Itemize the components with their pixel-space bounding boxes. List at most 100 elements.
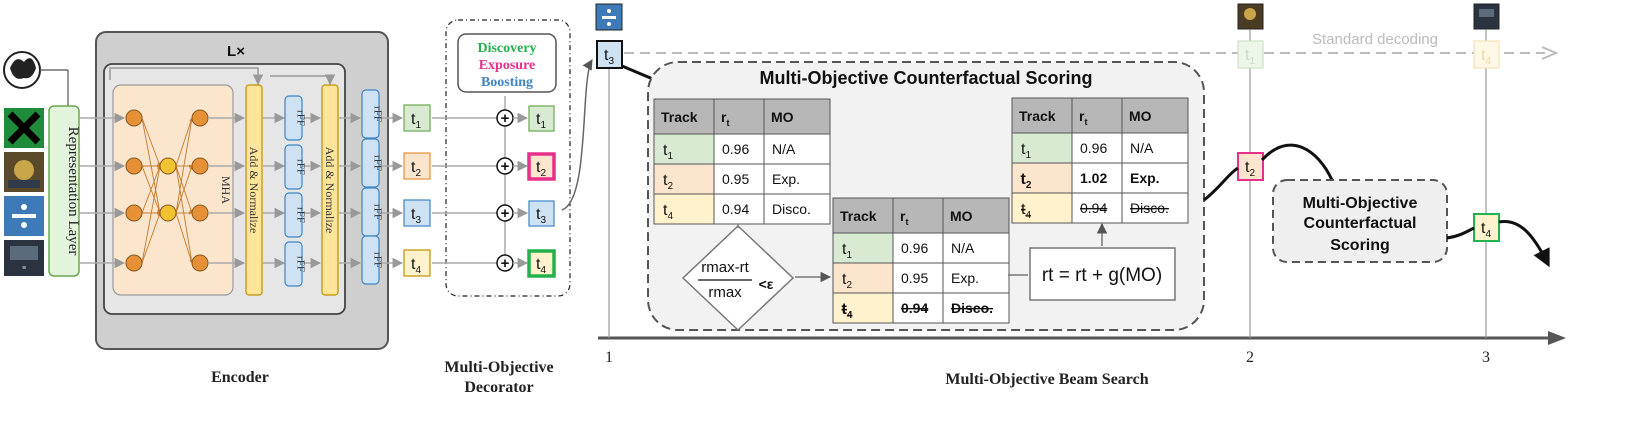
- decorated-token-label: t3: [536, 206, 546, 226]
- table-value-cell: 0.94: [901, 300, 928, 316]
- counterfactual-scoring-title: Multi-Objective Counterfactual Scoring: [759, 68, 1092, 88]
- mha-block: [112, 84, 234, 296]
- table-track-cell: t2: [663, 172, 673, 192]
- table-value-cell: 0.96: [722, 141, 749, 157]
- plus-sign: +: [501, 255, 510, 272]
- step2-token-label: t2: [1245, 159, 1255, 179]
- rff-label: rFF: [295, 207, 307, 223]
- encoder-caption: Encoder: [211, 369, 269, 386]
- cf-box-line-3: Scoring: [1330, 237, 1390, 254]
- encoder-token-box: [403, 249, 431, 277]
- table-value-cell: Exp.: [951, 270, 979, 286]
- encoder-token-box: [403, 152, 431, 180]
- mha-network: [125, 109, 209, 272]
- plus-sign: +: [501, 110, 510, 127]
- table-cell: [892, 232, 944, 264]
- table-header-cell: [1121, 97, 1189, 134]
- rff-label: rFF: [372, 204, 384, 220]
- plus-sign: +: [501, 205, 510, 222]
- table-header-cell: [892, 197, 944, 234]
- mha-edge: [141, 117, 161, 167]
- encoder-token-label: t1: [411, 111, 421, 131]
- table-value-cell: Disco.: [951, 300, 993, 316]
- user-avatar: [3, 51, 41, 89]
- mha-output-node: [191, 109, 209, 127]
- decorator-legend: [457, 33, 557, 93]
- threshold-condition-diamond: [681, 224, 795, 332]
- decorator-rows: +t1+t2+t3+t4: [432, 105, 556, 278]
- table-cell: [892, 262, 944, 294]
- add-normalize-block-2: [321, 84, 339, 296]
- standard-step2-token-box: [1237, 40, 1264, 69]
- table-cell: [942, 262, 1010, 294]
- step2-token-box: [1237, 152, 1264, 181]
- table-value-cell: 0.94: [1080, 200, 1107, 216]
- table-track-cell: t1: [1021, 141, 1031, 161]
- condition-numerator: rmax-rt: [701, 259, 749, 276]
- mha-hidden-node: [159, 204, 177, 222]
- table-value-cell: Disco.: [772, 201, 811, 217]
- scoring-to-step3-curve: [1446, 226, 1475, 240]
- table-header-cell: [713, 98, 765, 135]
- table-value-cell: 0.96: [901, 240, 928, 256]
- track-thumbnail-3: [4, 196, 44, 236]
- table-header-label: Track: [840, 208, 877, 224]
- table-cell: [832, 292, 894, 324]
- mha-edge: [141, 165, 162, 264]
- mha-input-node: [125, 204, 143, 222]
- table-cell: [653, 133, 715, 165]
- encoder-input-arrows: [80, 112, 404, 269]
- step3-thumbnail: [1473, 3, 1500, 30]
- table-cell: [1071, 132, 1123, 164]
- table-header-cell: [942, 197, 1010, 234]
- condition-denominator: rmax: [708, 284, 742, 301]
- legend-discovery: Discovery: [477, 41, 536, 56]
- table-cell: [713, 193, 765, 225]
- rff-box: [284, 241, 303, 287]
- table-header-cell: [1011, 97, 1073, 134]
- table-value-cell: 0.95: [901, 270, 928, 286]
- table-cell: [653, 163, 715, 195]
- timeline-arrowhead: [1548, 331, 1566, 345]
- mha-edge: [141, 212, 161, 264]
- rff-box: [361, 138, 380, 188]
- add-normalize-block-1: [245, 84, 263, 296]
- standard-decoding-arrowhead: [1541, 46, 1559, 60]
- mha-output-node: [191, 254, 209, 272]
- step2-thumbnail: [1237, 3, 1264, 30]
- mha-label: MHA: [219, 176, 233, 204]
- legend-exposure: Exposure: [479, 58, 536, 73]
- standard-step2-token-label: t1: [1245, 47, 1255, 67]
- encoder-token-box: [403, 104, 431, 132]
- table-value-cell: N/A: [951, 240, 975, 256]
- decorated-token-box: [527, 152, 556, 181]
- residual-connection-2: [270, 74, 336, 86]
- mha-edge: [141, 165, 161, 214]
- standard-step3-token-label: t4: [1481, 47, 1491, 67]
- encoder-token-label: t2: [411, 159, 421, 179]
- table-header-label: MO: [1129, 108, 1152, 124]
- decorator-caption-1: Multi-Objective: [444, 359, 553, 376]
- rff-box: [361, 235, 380, 285]
- table-header-label: MO: [950, 208, 973, 224]
- table-header-label: MO: [771, 109, 794, 125]
- mha-hidden-node: [159, 157, 177, 175]
- mha-edge: [141, 117, 162, 214]
- rff-label: rFF: [372, 155, 384, 171]
- table-cell: [713, 163, 765, 195]
- step-label-2: 2: [1246, 349, 1254, 366]
- step3-token-box: [1473, 213, 1500, 242]
- rff-label: rFF: [372, 106, 384, 122]
- update-formula-box: [1029, 247, 1176, 301]
- table-track-cell: t1: [842, 241, 852, 261]
- track-thumbnail-2: [4, 152, 44, 192]
- step1-token-label: t3: [604, 47, 614, 67]
- table-track-cell: t4: [663, 202, 673, 222]
- table-header-cell: [832, 197, 894, 234]
- plus-sign: +: [501, 158, 510, 175]
- mha-input-node: [125, 109, 143, 127]
- table-value-cell: 0.96: [1080, 140, 1107, 156]
- update-formula: rt = rt + g(MO): [1042, 265, 1162, 286]
- step3-token-label: t4: [1481, 220, 1491, 240]
